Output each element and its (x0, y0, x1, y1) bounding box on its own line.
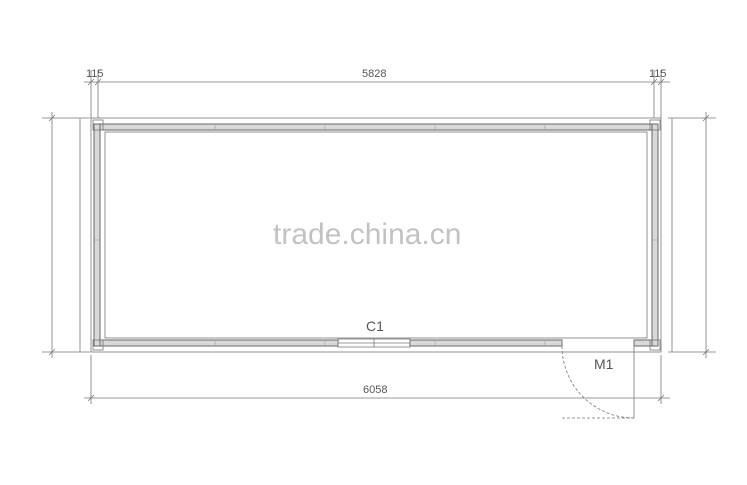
dimension-label-top-right: 115 (649, 68, 667, 80)
door-m1 (561, 340, 635, 419)
wall-outline (90, 117, 662, 353)
door-label: M1 (594, 356, 614, 372)
dimension-label-bottom-total: 6058 (363, 384, 387, 396)
window-label: C1 (366, 318, 384, 334)
bottom-wall-left (97, 339, 339, 347)
corner-post-top-right (649, 119, 661, 131)
dimension-label-top-middle: 5828 (362, 68, 386, 80)
right-wall (651, 123, 659, 347)
right-dimension-line (668, 112, 716, 358)
corner-post-bottom-left (92, 339, 104, 351)
left-dimension-line (42, 112, 90, 358)
left-wall (93, 123, 101, 347)
bottom-dimension-line (84, 355, 670, 404)
dimension-label-top-left: 115 (86, 68, 104, 80)
window-c1 (337, 338, 411, 348)
top-wall (97, 123, 655, 131)
corner-post-bottom-right (649, 339, 661, 351)
top-dimension-line (84, 70, 670, 118)
bottom-wall-right (409, 339, 655, 347)
corner-post-top-left (92, 119, 104, 131)
watermark-text: trade.china.cn (273, 218, 461, 251)
